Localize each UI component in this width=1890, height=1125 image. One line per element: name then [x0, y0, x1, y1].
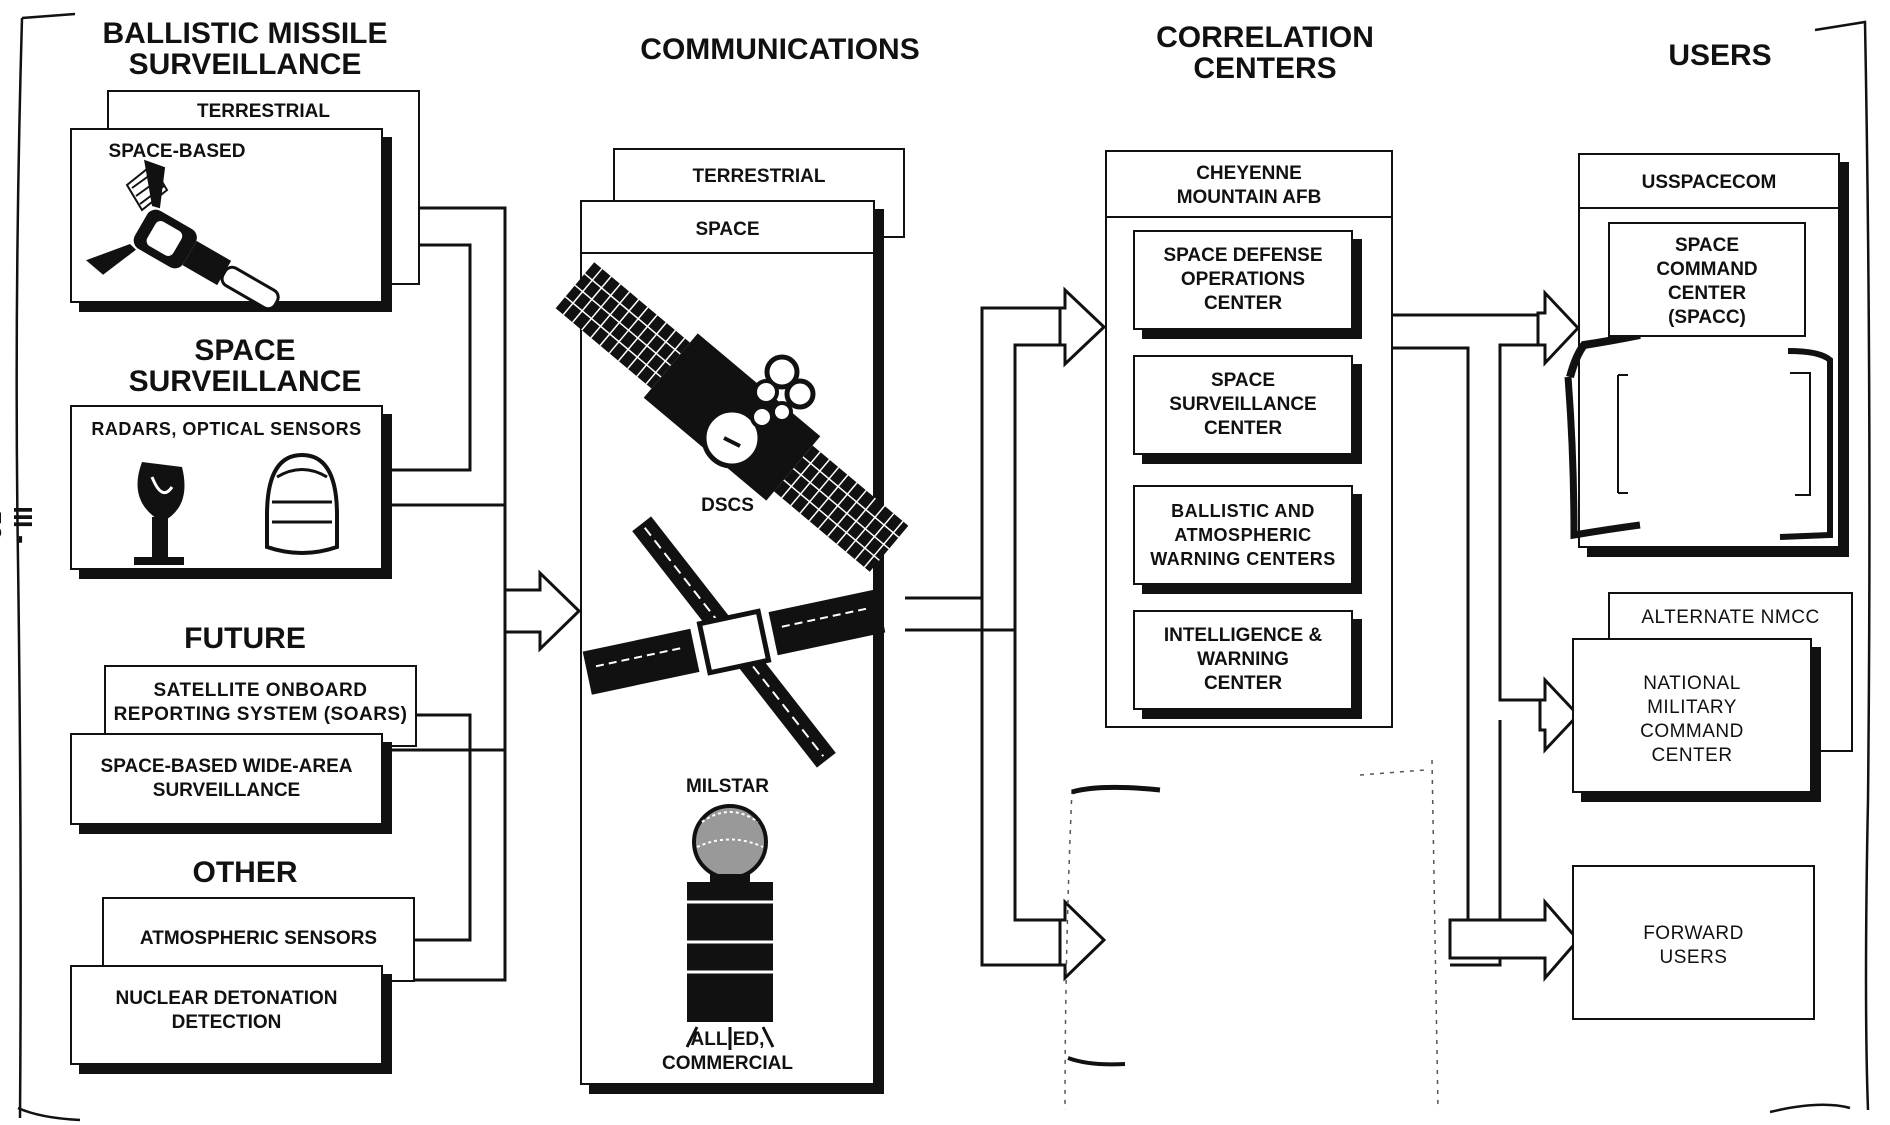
sensor-radars-label: RADARS, OPTICAL SENSORS — [91, 419, 362, 439]
user-usspacecom-box: USSPACECOM — [1564, 153, 1840, 548]
user-spacc-label: SPACE COMMAND CENTER (SPACC) — [1656, 235, 1758, 328]
sensor-nuclear-label: NUCLEAR DETONATION DETECTION — [115, 988, 338, 1033]
group-space-surveillance: SPACE SURVEILLANCE — [128, 334, 362, 398]
page-number: III - 56 — [0, 506, 38, 544]
header-communications: COMMUNICATIONS — [640, 33, 920, 66]
backup-center-outline — [1064, 759, 1439, 1111]
header-correlation-centers: CORRELATION CENTERS — [1156, 21, 1374, 85]
satellite-telescope-icon — [86, 159, 280, 311]
dscs-satellite-icon — [555, 262, 909, 572]
comm-allied-label: ALLIED, COMMERCIAL — [662, 1029, 793, 1074]
comm-space-label: SPACE — [695, 219, 760, 240]
sensor-radars-box: RADARS, OPTICAL SENSORS — [70, 405, 383, 570]
sensor-wide-area-label: SPACE-BASED WIDE-AREA SURVEILLANCE — [100, 756, 353, 801]
connector-comm-upper — [905, 306, 1060, 600]
comm-space-divider — [582, 252, 873, 254]
usspacecom-divider — [1580, 207, 1838, 209]
connector-sensor-inner — [392, 243, 472, 472]
frame-left-edge — [15, 17, 24, 1119]
arrow-to-communications — [503, 569, 582, 653]
comm-space-box: SPACE — [555, 200, 909, 1085]
sensor-space-based-box: SPACE-BASED — [70, 128, 383, 311]
header-ballistic-missile-surveillance: BALLISTIC MISSILE SURVEILLANCE — [102, 17, 388, 81]
user-forward-users-label: FORWARD USERS — [1643, 923, 1744, 968]
center-intelligence-warning: INTELLIGENCE & WARNING CENTER — [1133, 610, 1353, 710]
header-users: USERS — [1668, 39, 1772, 72]
center-ballistic-atmospheric: BALLISTIC AND ATMOSPHERIC WARNING CENTER… — [1133, 485, 1353, 585]
milstar-satellite-icon — [582, 516, 886, 768]
user-nmcc-box: NATIONAL MILITARY COMMAND CENTER — [1572, 638, 1812, 793]
user-spacc-box: SPACE COMMAND CENTER (SPACC) — [1608, 222, 1806, 337]
usspacecom-scan-marks — [1564, 331, 1833, 540]
center-space-surveillance-label: SPACE SURVEILLANCE CENTER — [1169, 370, 1317, 439]
connector-sensor-outer — [392, 206, 507, 982]
user-usspacecom-label: USSPACECOM — [1641, 172, 1777, 193]
comm-satellites — [555, 262, 909, 1050]
connector-corr-lower — [1393, 346, 1470, 922]
user-forward-users-box: FORWARD USERS — [1572, 865, 1815, 1020]
sensor-wide-area-box: SPACE-BASED WIDE-AREA SURVEILLANCE — [70, 733, 383, 825]
user-alternate-nmcc-label: ALTERNATE NMCC — [1641, 607, 1820, 628]
connector-comm-lower — [905, 343, 1060, 632]
cheyenne-mountain-label: CHEYENNE MOUNTAIN AFB — [1176, 163, 1322, 208]
cheyenne-divider — [1107, 216, 1391, 218]
center-ballistic-atmospheric-label: BALLISTIC AND ATMOSPHERIC WARNING CENTER… — [1150, 501, 1336, 569]
center-space-surveillance: SPACE SURVEILLANCE CENTER — [1133, 355, 1353, 455]
frame-right-edge — [1814, 20, 1871, 1111]
sensor-nuclear-box: NUCLEAR DETONATION DETECTION — [70, 965, 383, 1065]
arrow-to-usspacecom — [1536, 289, 1581, 367]
center-space-defense-ops: SPACE DEFENSE OPERATIONS CENTER — [1133, 230, 1353, 330]
comm-dscs-label: DSCS — [701, 495, 754, 516]
arrow-to-backup-center — [1058, 898, 1107, 982]
sensor-soars-label: SATELLITE ONBOARD REPORTING SYSTEM (SOAR… — [113, 680, 408, 725]
user-nmcc-label: NATIONAL MILITARY COMMAND CENTER — [1640, 673, 1744, 766]
arrow-to-forward-users — [1448, 897, 1580, 983]
arrow-to-cheyenne — [1058, 286, 1107, 368]
comm-terrestrial-label: TERRESTRIAL — [692, 166, 826, 187]
group-other: OTHER — [192, 856, 298, 889]
center-space-defense-ops-label: SPACE DEFENSE OPERATIONS CENTER — [1163, 245, 1323, 314]
sensor-terrestrial-label: TERRESTRIAL — [197, 101, 330, 122]
group-future: FUTURE — [184, 622, 306, 655]
center-intelligence-warning-label: INTELLIGENCE & WARNING CENTER — [1163, 625, 1323, 694]
sensor-atmospheric-label: ATMOSPHERIC SENSORS — [139, 928, 378, 949]
allied-commercial-satellite-icon — [685, 804, 775, 1050]
sensor-space-based-label: SPACE-BASED — [108, 141, 246, 162]
arrow-to-nmcc — [1538, 676, 1581, 754]
comm-milstar-label: MILSTAR — [685, 776, 770, 797]
radar-dome-icon — [134, 452, 339, 565]
